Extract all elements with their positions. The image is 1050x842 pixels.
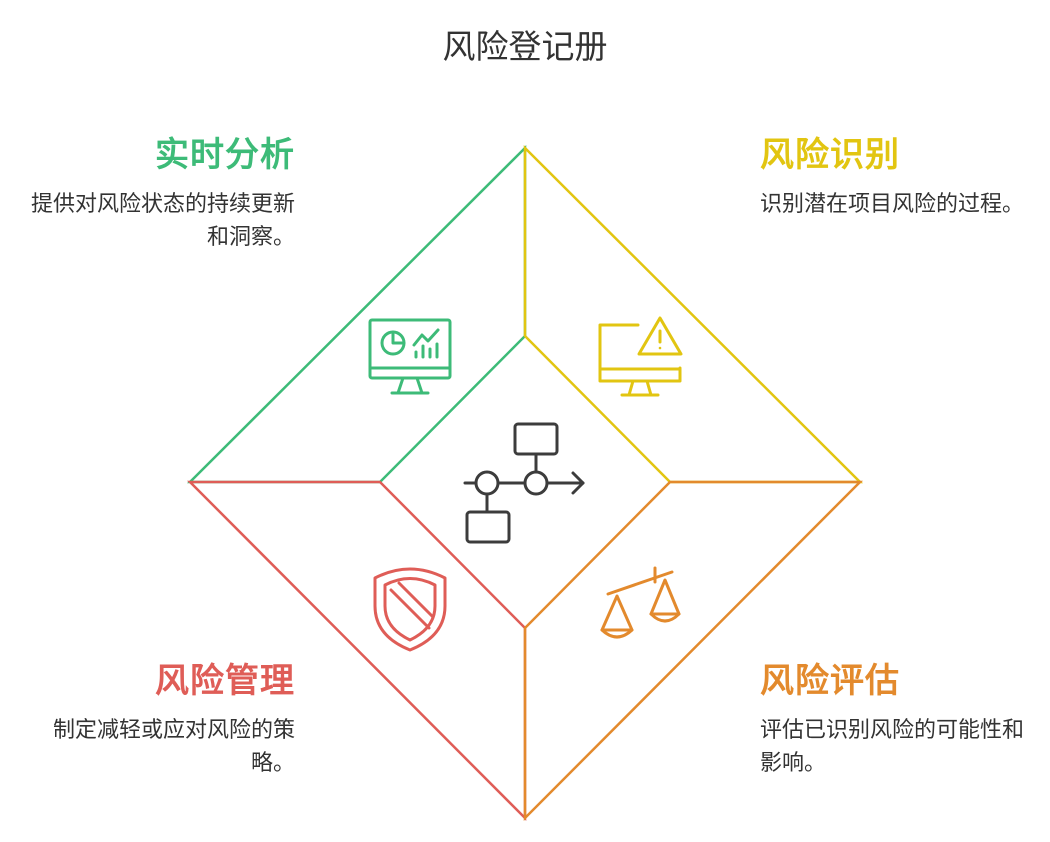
shield-blocked-icon	[373, 567, 447, 652]
page-title: 风险登记册	[442, 27, 608, 66]
desc-risk-identification: 识别潜在项目风险的过程。	[760, 192, 1025, 217]
monitor-analytics-icon	[368, 318, 452, 395]
process-flow-icon	[463, 422, 585, 544]
balance-scale-icon	[600, 566, 681, 639]
desc-risk-management: 制定减轻或应对风险的策略。	[52, 718, 295, 776]
quadrant-risk-assessment	[523, 480, 864, 822]
heading-realtime-analysis: 实时分析	[155, 135, 295, 175]
heading-risk-identification: 风险识别	[760, 135, 900, 175]
desc-risk-assessment: 评估已识别风险的可能性和影响。	[760, 718, 1025, 776]
heading-risk-management: 风险管理	[155, 661, 295, 701]
monitor-warning-icon	[598, 316, 683, 397]
heading-risk-assessment: 风险评估	[760, 661, 900, 701]
desc-realtime-analysis: 提供对风险状态的持续更新和洞察。	[30, 192, 295, 250]
